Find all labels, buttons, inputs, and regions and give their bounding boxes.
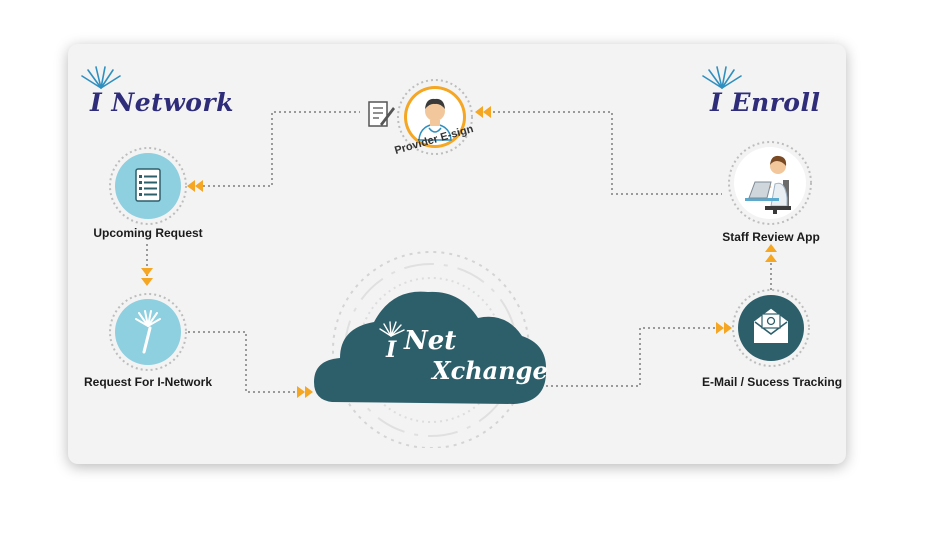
label-staff-review: Staff Review App (722, 230, 820, 244)
spark-logo-icon (135, 310, 161, 354)
netxchange-cloud (314, 251, 547, 448)
doctor-icon (418, 98, 452, 141)
pen-document-icon (368, 101, 395, 127)
arrow-into-staff (765, 244, 777, 262)
arrow-into-provider (475, 106, 491, 118)
arrow-into-request (141, 268, 153, 286)
envelope-icon (754, 308, 788, 343)
arrow-into-cloud (297, 386, 313, 398)
brand-ienroll: I Enroll (710, 88, 821, 117)
cloud-prefix: I (386, 337, 397, 363)
spark-logo-icon (702, 66, 742, 89)
spark-logo-icon (81, 66, 121, 89)
cloud-title-line2: Xchange (432, 356, 548, 385)
label-upcoming-request: Upcoming Request (93, 226, 203, 240)
cloud-shape (314, 291, 547, 404)
provider-esign-node (397, 79, 473, 155)
label-email-tracking: E-Mail / Sucess Tracking (701, 375, 843, 389)
label-request-inetwork: Request For I-Network (83, 375, 213, 389)
spark-logo-icon (379, 321, 405, 337)
brand-inetwork: I Network (90, 88, 234, 117)
list-document-icon (135, 168, 161, 202)
connector-cloud-email (546, 327, 716, 387)
request-inetwork-node (109, 293, 187, 371)
arrow-into-upcoming (187, 180, 203, 192)
email-tracking-node (732, 289, 810, 367)
upcoming-request-node (109, 147, 187, 225)
person-laptop-icon (745, 155, 791, 214)
staff-review-node (728, 141, 812, 225)
connector-upcoming-provider (203, 111, 360, 187)
connector-provider-staff (493, 111, 722, 195)
arrow-into-email (716, 322, 732, 334)
cloud-title-line1: Net (404, 326, 457, 356)
